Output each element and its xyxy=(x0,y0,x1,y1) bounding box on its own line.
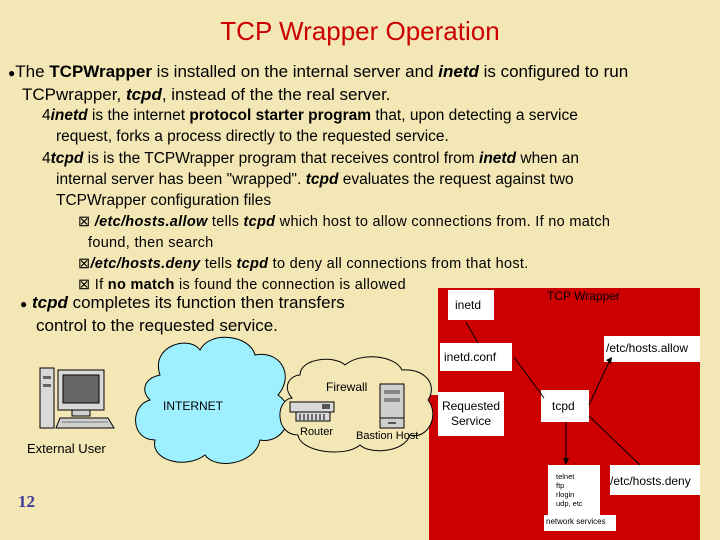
text-segment: tcpd xyxy=(31,293,68,312)
text-segment: tcpd xyxy=(236,256,269,272)
text-segment: protocol starter program xyxy=(189,107,372,124)
text-segment: to deny all connections from that host. xyxy=(268,256,529,272)
text-segment: tcpd xyxy=(50,150,84,167)
text-segment: inetd xyxy=(479,150,517,167)
paragraph-tcpwrapper-line2: TCPwrapper, tcpd, instead of the the rea… xyxy=(22,84,391,105)
router-label: Router xyxy=(300,426,334,438)
paragraph-hosts-deny: ⊠/etc/hosts.deny tells tcpd to deny all … xyxy=(78,254,718,274)
hosts-deny-label: /etc/hosts.deny xyxy=(610,474,691,488)
text-segment: no match xyxy=(107,277,175,293)
text-segment: is installed on the internal server and xyxy=(151,62,439,81)
service-item: udp, etc xyxy=(556,499,583,508)
requested-service-label: Requested Service xyxy=(441,399,501,428)
paragraph-hosts-allow: ⊠ /etc/hosts.allow tells tcpd which host… xyxy=(78,212,718,232)
wrapper-arrows xyxy=(465,321,641,466)
service-item: rlogin xyxy=(556,490,575,499)
requested-service-box xyxy=(438,392,504,436)
paragraph-inetd-line2: request, forks a process directly to the… xyxy=(56,128,449,145)
text-segment: inetd xyxy=(438,62,479,81)
paragraph-tcpd-line3: TCPWrapper configuration files xyxy=(56,192,272,209)
text-segment: tcpd xyxy=(243,214,276,230)
network-services-box xyxy=(544,515,616,531)
tcp-wrapper-label: TCP Wrapper xyxy=(547,289,620,303)
x-box-icon: ⊠ xyxy=(78,214,91,230)
internet-label: INTERNET xyxy=(163,399,223,413)
paragraph-completes: ● tcpd completes its function then trans… xyxy=(20,292,345,315)
hosts-deny-box xyxy=(610,465,700,495)
text-segment: internal server has been "wrapped". xyxy=(56,171,306,188)
text-segment: evaluates the request against two xyxy=(338,171,574,188)
router-icon xyxy=(289,401,335,422)
text-segment: is is the TCPWrapper program that receiv… xyxy=(83,150,480,167)
service-item: telnet xyxy=(556,472,575,481)
x-box-icon: ⊠ xyxy=(78,256,91,272)
inetd-conf-box xyxy=(440,343,512,371)
text-segment: /etc/hosts.deny xyxy=(90,256,201,272)
paragraph-no-match: ⊠ If no match is found the connection is… xyxy=(78,275,406,295)
inetd-label: inetd xyxy=(455,298,482,312)
paragraph-tcpd: 4tcpd is is the TCPWrapper program that … xyxy=(42,149,712,169)
services-list: telnet ftp rlogin udp, etc xyxy=(556,472,583,508)
text-segment: /etc/hosts.allow xyxy=(94,214,208,230)
paragraph-tcpd-line2: internal server has been "wrapped". tcpd… xyxy=(56,170,574,190)
external-user-label: External User xyxy=(27,441,106,456)
bastion-host-label: Bastion Host xyxy=(356,430,419,442)
arrow-heads xyxy=(563,357,612,465)
bullet-icon: ● xyxy=(8,66,16,80)
text-segment: completes its function then transfers xyxy=(67,293,345,312)
text-segment: tells xyxy=(200,256,237,272)
internet-cloud xyxy=(135,336,290,464)
paragraph-hosts-allow-line2: found, then search xyxy=(88,235,214,251)
page-title: TCP Wrapper Operation xyxy=(220,16,500,46)
text-segment: which host to allow connections from. If… xyxy=(275,214,611,230)
text-segment: tcpd xyxy=(305,171,339,188)
text-segment: tcpd xyxy=(125,85,162,104)
slide-number: 12 xyxy=(18,492,35,511)
firewall-label: Firewall xyxy=(326,380,368,394)
computer-icon xyxy=(39,367,115,429)
bullet-icon: ● xyxy=(20,297,28,311)
hosts-allow-label: /etc/hosts.allow xyxy=(606,341,689,355)
hosts-allow-box xyxy=(604,336,700,362)
text-segment: inetd xyxy=(50,107,88,124)
inetd-conf-label: inetd.conf xyxy=(444,350,497,364)
tcpd-box xyxy=(541,390,589,422)
text-segment: , instead of the the real server. xyxy=(161,85,391,104)
services-box xyxy=(548,465,600,515)
text-segment: TCPWrapper xyxy=(49,62,152,81)
text-segment: when an xyxy=(516,150,579,167)
tcpd-label: tcpd xyxy=(552,399,575,413)
text-segment: is found the connection is allowed xyxy=(174,277,407,293)
bastion-host-icon xyxy=(379,383,405,429)
sub-bullet-icon: 4 xyxy=(42,107,51,124)
text-segment: If xyxy=(94,277,108,293)
text-segment: is the internet xyxy=(87,107,190,124)
inetd-box xyxy=(448,290,494,320)
service-item: ftp xyxy=(556,481,565,490)
x-box-icon: ⊠ xyxy=(78,277,91,293)
text-segment: tells xyxy=(207,214,244,230)
sub-bullet-icon: 4 xyxy=(42,150,51,167)
text-segment: is configured to run xyxy=(478,62,629,81)
text-segment: that, upon detecting a service xyxy=(371,107,578,124)
paragraph-tcpwrapper: ●The TCPWrapper is installed on the inte… xyxy=(8,61,720,84)
paragraph-inetd: 4inetd is the internet protocol starter … xyxy=(42,106,712,126)
text-segment: TCPwrapper, xyxy=(22,85,126,104)
paragraph-completes-line2: control to the requested service. xyxy=(36,316,278,335)
network-services-label: network services xyxy=(546,517,606,526)
text-segment: The xyxy=(15,62,50,81)
